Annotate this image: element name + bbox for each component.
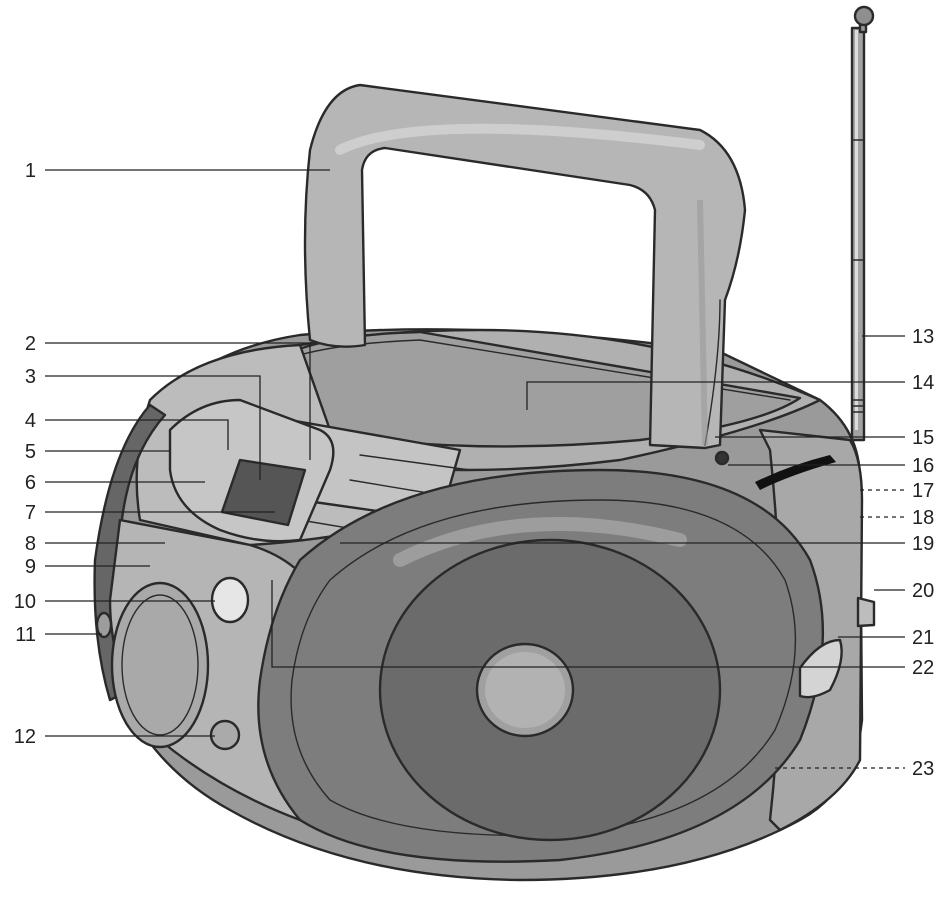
telescopic-antenna: [850, 5, 875, 442]
callout-23: 23: [912, 758, 934, 780]
callout-11: 11: [15, 624, 36, 646]
callout-18: 18: [912, 507, 934, 529]
callout-6: 6: [25, 472, 36, 494]
callout-21: 21: [912, 627, 934, 649]
callout-7: 7: [25, 502, 36, 524]
callout-19: 19: [912, 533, 934, 555]
callout-3: 3: [25, 366, 36, 388]
callout-labels: 1 2 3 4 5 6 7 8 9 10 11 12 13 14 15 16 1…: [14, 160, 935, 780]
callout-8: 8: [25, 533, 36, 555]
callout-10: 10: [14, 591, 36, 613]
callout-22: 22: [912, 657, 934, 679]
callout-15: 15: [912, 427, 934, 449]
leader-lines-left: [45, 169, 330, 737]
callout-1: 1: [25, 160, 36, 182]
callout-16: 16: [912, 455, 934, 477]
callout-9: 9: [25, 556, 36, 578]
callout-12: 12: [14, 726, 36, 748]
front-speaker: [257, 468, 825, 863]
leader-lines-right: [271, 335, 905, 769]
callout-20: 20: [912, 580, 934, 602]
cassette-speaker-left: [95, 576, 250, 751]
side-controls: [714, 450, 876, 699]
callout-13: 13: [912, 326, 934, 348]
callout-4: 4: [25, 410, 36, 432]
carry-handle: [303, 83, 747, 450]
callout-14: 14: [912, 372, 934, 394]
callout-17: 17: [912, 480, 934, 502]
callout-5: 5: [25, 441, 36, 463]
callout-2: 2: [25, 333, 36, 355]
